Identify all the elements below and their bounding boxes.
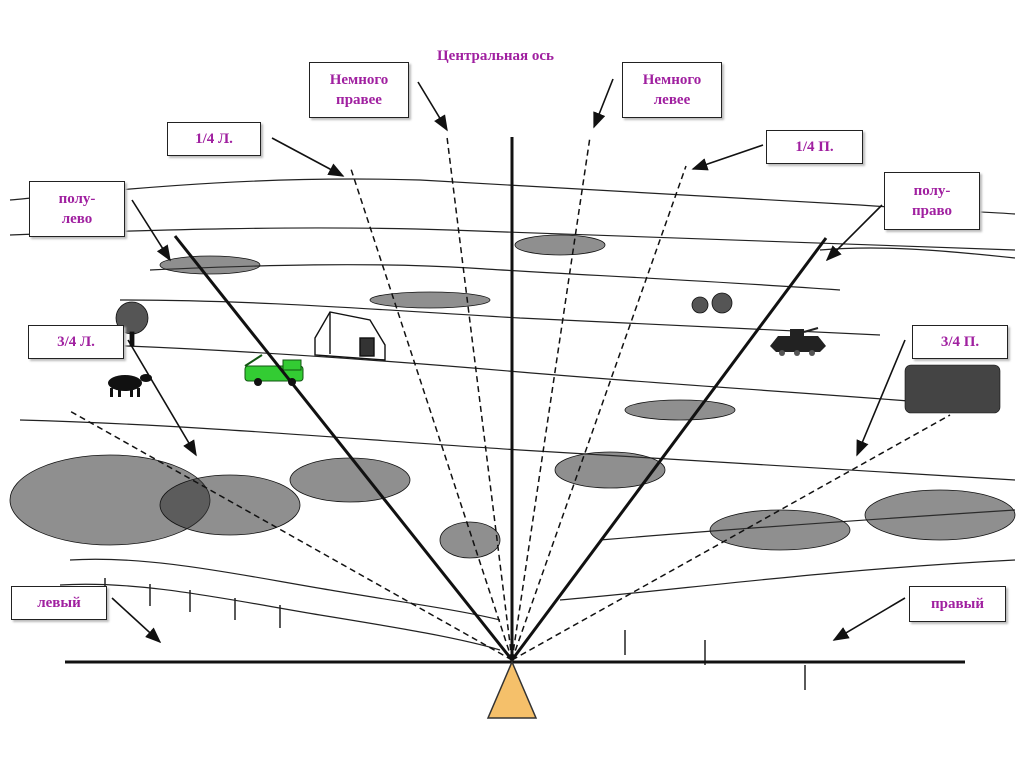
road-edge	[59, 583, 501, 651]
barn-icon	[314, 311, 386, 361]
three-quarter-left-direction-line	[67, 409, 513, 661]
hedge-top-center	[514, 234, 606, 256]
bush-left-mid	[159, 474, 301, 536]
label-slightly-left: Немного левее	[622, 62, 722, 118]
dashed-direction-lines	[67, 136, 951, 661]
ridge-line-2	[9, 227, 1016, 251]
observer-triangle-icon	[486, 660, 538, 719]
bush-far-right	[864, 489, 1016, 541]
field-boundary-2	[119, 299, 881, 336]
arrow-left	[111, 597, 162, 644]
central-axis-caption: Центральная ось	[437, 48, 554, 64]
arrow-slightly-right	[417, 81, 448, 132]
half-left-direction-line	[173, 235, 514, 661]
arrow-three-quarter-left	[127, 339, 197, 457]
label-pointer-arrows	[111, 78, 906, 644]
label-half-right: полу- право	[884, 172, 980, 230]
bush-center-left	[289, 457, 411, 503]
label-three-quarter-left: 3/4 Л.	[28, 325, 124, 359]
arrow-slightly-left	[593, 78, 614, 129]
bush-center-right	[554, 451, 666, 489]
field-boundary-3	[99, 344, 961, 406]
fence-posts	[104, 578, 806, 690]
slightly-right-direction-line	[446, 136, 513, 661]
road-curve	[69, 558, 501, 621]
armored-vehicle-icon	[770, 327, 826, 356]
hedge-mid	[369, 291, 491, 309]
field-boundary-4	[19, 419, 1016, 481]
three-quarter-right-direction-line	[511, 414, 951, 661]
label-left: левый	[11, 586, 107, 620]
arrow-quarter-left	[271, 137, 345, 177]
arrow-half-left	[131, 199, 171, 262]
bush-right	[709, 509, 851, 551]
right-slope	[559, 559, 1016, 601]
label-three-quarter-right: 3/4 П.	[912, 325, 1008, 359]
vegetation-clusters	[9, 234, 1016, 559]
bush-center	[439, 521, 501, 559]
arrow-quarter-right	[691, 144, 764, 171]
arrow-right	[832, 597, 906, 641]
hedge-right	[624, 399, 736, 421]
hedge-top-left	[159, 255, 261, 275]
arrow-half-right	[825, 204, 883, 262]
quarter-right-direction-line	[511, 165, 687, 661]
tree-icon	[115, 292, 733, 347]
label-quarter-left: 1/4 Л.	[167, 122, 261, 156]
quarter-left-direction-line	[349, 165, 513, 661]
label-slightly-right: Немного правее	[309, 62, 409, 118]
label-right: правый	[909, 586, 1006, 622]
cow-icon	[108, 374, 152, 397]
label-half-left: полу- лево	[29, 181, 125, 237]
slightly-left-direction-line	[511, 136, 591, 661]
tree-row-right	[904, 364, 1001, 414]
half-right-direction-line	[510, 237, 828, 661]
arrow-three-quarter-right	[856, 339, 906, 457]
label-quarter-right: 1/4 П.	[766, 130, 863, 164]
